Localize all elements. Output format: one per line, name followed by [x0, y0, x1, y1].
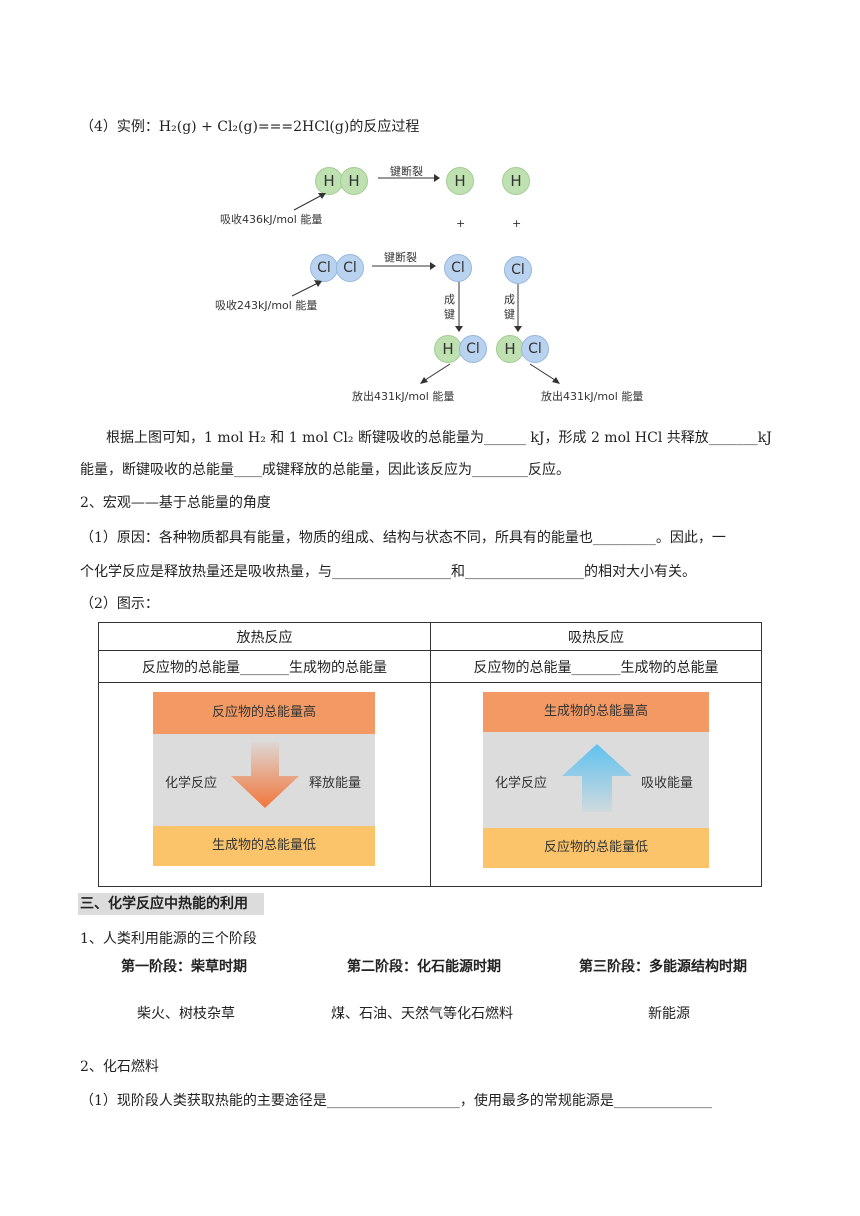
stage-title: 第三阶段：多能源结构时期 [579, 959, 747, 975]
example-heading: （4）实例：H₂(g) + Cl₂(g)===2HCl(g)的反应过程 [80, 119, 420, 135]
cl-atom: Cl [444, 254, 472, 282]
plus-sign: + [456, 217, 466, 230]
absorb-energy-label: 吸收能量 [641, 776, 694, 791]
section-heading-highlight [78, 893, 264, 915]
stage-content: 煤、石油、天然气等化石燃料 [331, 1006, 513, 1022]
arrow-icon [420, 363, 451, 384]
h-atom: H [496, 335, 524, 363]
reactant-energy-low-bar: 反应物的总能量低 [483, 828, 709, 868]
plus-sign: + [512, 217, 522, 230]
arrow-icon [529, 363, 560, 384]
release-label: 放出431kJ/mol 能量 [541, 390, 644, 403]
table-cell: 反应物的总能量_______生成物的总能量 [98, 650, 431, 683]
product-energy-high-bar: 生成物的总能量高 [483, 692, 709, 732]
cl-atom: Cl [504, 256, 532, 284]
arrow-down-icon [514, 284, 522, 332]
arrow-down-icon [231, 742, 299, 808]
stage-title: 第一阶段：柴草时期 [121, 959, 247, 975]
cl-atom: Cl [521, 335, 549, 363]
bond-form-label: 键 [444, 308, 455, 321]
reaction-label: 化学反应 [165, 776, 218, 791]
reactant-energy-high-bar: 反应物的总能量高 [153, 692, 375, 734]
paragraph-line: （1）现阶段人类获取热能的主要途径是___________________，使用… [80, 1093, 712, 1109]
paragraph-line: 能量，断键吸收的总能量____成键释放的总能量，因此该反应为________反应… [80, 462, 570, 478]
bond-break-label: 键断裂 [390, 165, 423, 178]
paragraph-line: 根据上图可知，1 mol H₂ 和 1 mol Cl₂ 断键吸收的总能量为___… [106, 430, 772, 446]
endothermic-figure: 生成物的总能量高 化学反应 吸收能量 反应物的总能量低 [483, 692, 709, 868]
stage-content: 新能源 [648, 1006, 690, 1022]
figure-label: （2）图示： [80, 596, 159, 612]
arrow-right-icon [372, 262, 436, 270]
cl-atom: Cl [336, 254, 364, 282]
exothermic-figure: 反应物的总能量高 化学反应 释放能量 生成物的总能量低 [153, 692, 375, 866]
section-heading: 三、化学反应中热能的利用 [80, 896, 248, 912]
cl-atom: Cl [459, 335, 487, 363]
arrow-icon [291, 280, 322, 297]
product-energy-low-bar: 生成物的总能量低 [153, 826, 375, 866]
bond-form-label: 键 [504, 308, 515, 321]
release-energy-label: 释放能量 [309, 776, 362, 791]
h-atom: H [446, 167, 474, 195]
table-cell: 反应物的总能量_______生成物的总能量 [430, 650, 762, 683]
bond-break-label: 键断裂 [384, 251, 417, 264]
table-header: 吸热反应 [430, 622, 762, 651]
reaction-label: 化学反应 [495, 776, 548, 791]
paragraph-line: 个化学反应是释放热量还是吸收热量，与_________________和____… [80, 564, 696, 580]
absorb-h2-label: 吸收436kJ/mol 能量 [220, 213, 323, 226]
stage-content: 柴火、树枝杂草 [137, 1006, 235, 1022]
bond-form-label: 成 [504, 293, 515, 306]
bond-form-label: 成 [444, 293, 455, 306]
release-label: 放出431kJ/mol 能量 [352, 390, 455, 403]
arrow-down-icon [455, 282, 463, 332]
h-atom: H [502, 167, 530, 195]
arrow-icon [293, 193, 326, 211]
section-heading: 2、宏观——基于总能量的角度 [80, 495, 271, 511]
h-atom: H [315, 167, 343, 195]
paragraph-line: （1）原因：各种物质都具有能量，物质的组成、结构与状态不同，所具有的能量也___… [80, 530, 726, 546]
arrow-up-icon [562, 744, 632, 812]
absorb-cl2-label: 吸收243kJ/mol 能量 [215, 299, 318, 312]
h-atom: H [340, 167, 368, 195]
table-header: 放热反应 [98, 622, 431, 651]
subsection-heading: 2、化石燃料 [80, 1059, 159, 1075]
stage-title: 第二阶段：化石能源时期 [347, 959, 501, 975]
arrow-right-icon [378, 174, 440, 182]
subsection-heading: 1、人类利用能源的三个阶段 [80, 931, 257, 947]
h-atom: H [434, 335, 462, 363]
